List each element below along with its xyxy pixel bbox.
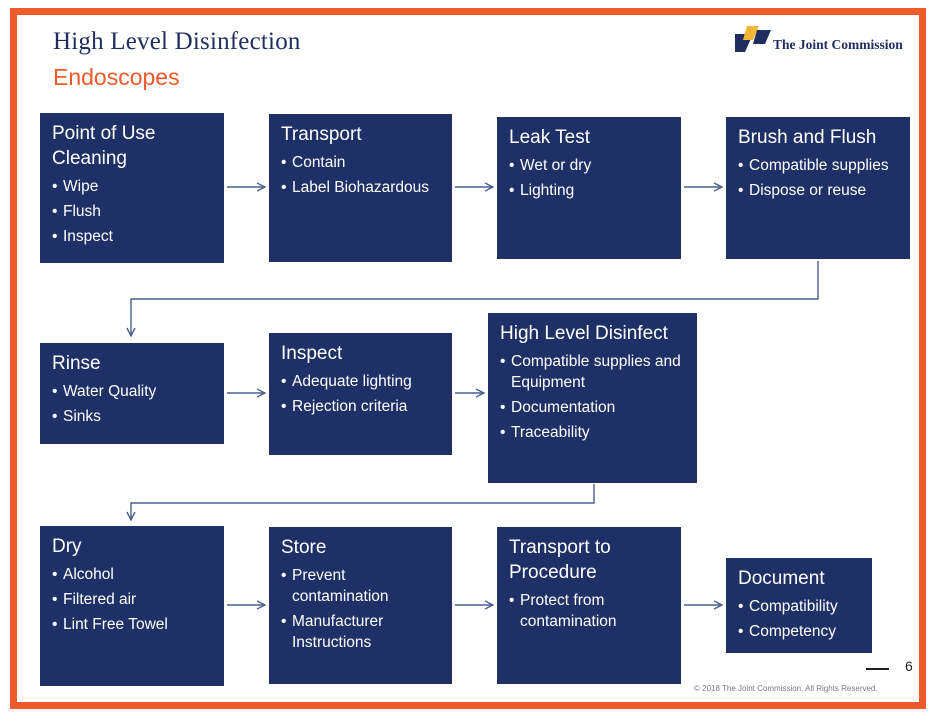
step-transport-to-procedure: Transport to Procedure Protect from cont… bbox=[497, 527, 681, 684]
slide-title: High Level Disinfection bbox=[53, 28, 301, 55]
step-item: Wet or dry bbox=[509, 155, 671, 176]
step-item: Water Quality bbox=[52, 381, 214, 402]
step-document: Document Compatibility Competency bbox=[726, 558, 872, 653]
step-title: Dry bbox=[52, 536, 82, 557]
step-dry: Dry Alcohol Filtered air Lint Free Towel bbox=[40, 526, 224, 686]
step-title: Brush and Flush bbox=[738, 127, 877, 148]
step-title: High Level Disinfect bbox=[500, 323, 668, 344]
step-title: Rinse bbox=[52, 353, 101, 374]
step-item: Rejection criteria bbox=[281, 396, 442, 417]
step-title: Transport bbox=[281, 124, 362, 145]
step-item: Prevent contamination bbox=[281, 565, 442, 607]
step-title: Transport to Procedure bbox=[509, 537, 611, 583]
step-item: Label Biohazardous bbox=[281, 177, 442, 198]
slide-subtitle: Endoscopes bbox=[53, 64, 180, 90]
step-title: Store bbox=[281, 537, 327, 558]
step-item: Sinks bbox=[52, 406, 214, 427]
step-title: Point of Use Cleaning bbox=[52, 123, 156, 169]
step-item: Compatible supplies bbox=[738, 155, 900, 176]
step-title: Leak Test bbox=[509, 127, 590, 148]
step-item: Protect from contamination bbox=[509, 590, 671, 632]
step-brush-and-flush: Brush and Flush Compatible supplies Disp… bbox=[726, 117, 910, 259]
step-leak-test: Leak Test Wet or dry Lighting bbox=[497, 117, 681, 259]
joint-commission-logo-icon bbox=[735, 26, 771, 52]
joint-commission-logo: The Joint Commission bbox=[735, 23, 903, 57]
step-high-level-disinfect: High Level Disinfect Compatible supplies… bbox=[488, 313, 697, 483]
copyright-notice: © 2018 The Joint Commission. All Rights … bbox=[694, 684, 878, 693]
page-number: 6 bbox=[905, 658, 913, 674]
step-item: Alcohol bbox=[52, 564, 214, 585]
step-item: Lighting bbox=[509, 180, 671, 201]
step-item: Documentation bbox=[500, 397, 687, 418]
step-store: Store Prevent contamination Manufacturer… bbox=[269, 527, 452, 684]
step-item: Dispose or reuse bbox=[738, 180, 900, 201]
step-item: Manufacturer Instructions bbox=[281, 611, 442, 653]
step-item: Adequate lighting bbox=[281, 371, 442, 392]
step-item: Compatible supplies and Equipment bbox=[500, 351, 687, 393]
step-item: Wipe bbox=[52, 176, 214, 197]
step-inspect: Inspect Adequate lighting Rejection crit… bbox=[269, 333, 452, 455]
logo-text: The Joint Commission bbox=[773, 37, 903, 52]
step-item: Traceability bbox=[500, 422, 687, 443]
step-title: Inspect bbox=[281, 343, 343, 364]
step-item: Competency bbox=[738, 621, 862, 642]
step-item: Contain bbox=[281, 152, 442, 173]
step-transport: Transport Contain Label Biohazardous bbox=[269, 114, 452, 262]
step-rinse: Rinse Water Quality Sinks bbox=[40, 343, 224, 444]
step-item: Lint Free Towel bbox=[52, 614, 214, 635]
step-item: Inspect bbox=[52, 226, 214, 247]
step-item: Filtered air bbox=[52, 589, 214, 610]
step-item: Flush bbox=[52, 201, 214, 222]
page-number-rule bbox=[866, 668, 889, 670]
step-point-of-use-cleaning: Point of Use Cleaning Wipe Flush Inspect bbox=[40, 113, 224, 263]
step-item: Compatibility bbox=[738, 596, 862, 617]
step-title: Document bbox=[738, 568, 825, 589]
